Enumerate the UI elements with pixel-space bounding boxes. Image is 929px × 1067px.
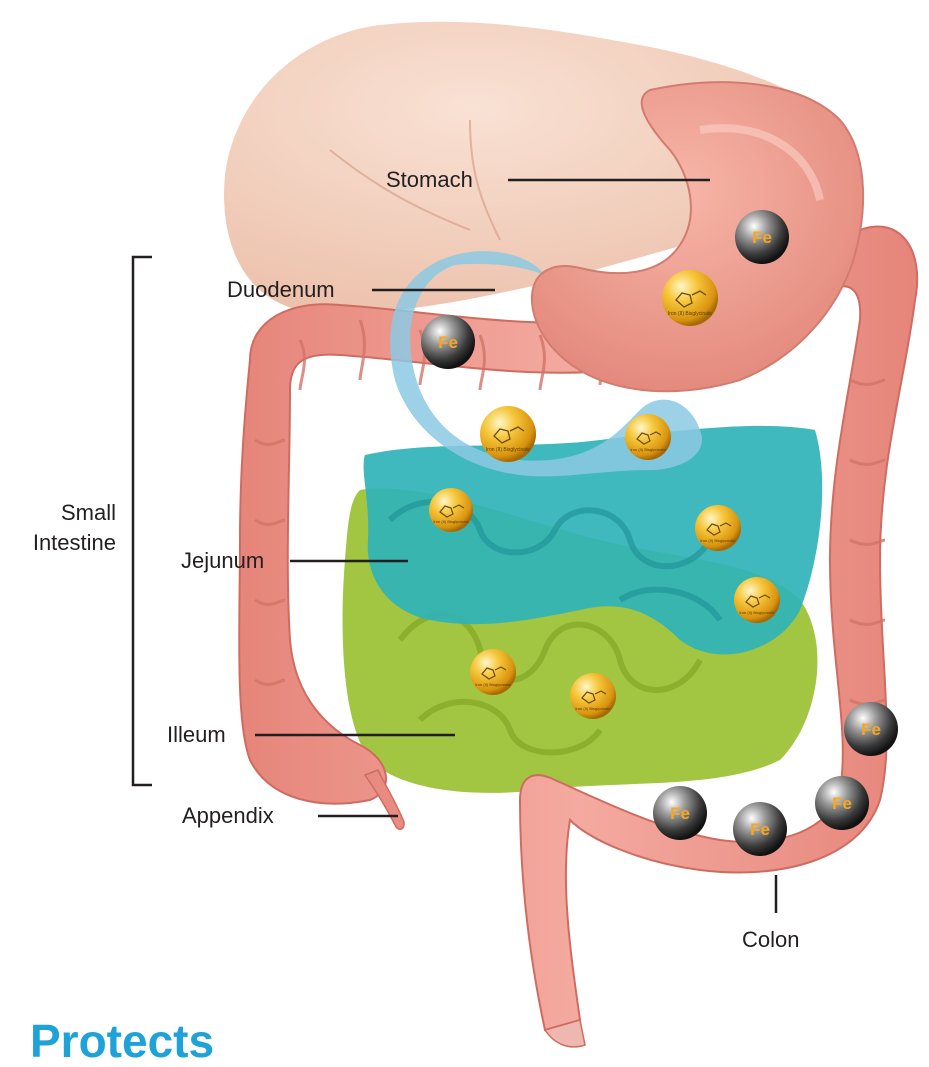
- illeum-label: Illeum: [167, 724, 226, 746]
- svg-text:Fe: Fe: [750, 820, 770, 839]
- svg-text:Iron (II) Bisglycinate: Iron (II) Bisglycinate: [486, 447, 530, 453]
- headline-protects: Protects: [30, 1018, 214, 1064]
- duodenum-label: Duodenum: [227, 279, 335, 301]
- molecule-badge-jejunum-right: Iron (II) Bisglycinate: [695, 505, 741, 551]
- fe-badge-duodenum: Fe: [421, 315, 475, 369]
- small-intestine-label: Small Intestine: [6, 498, 116, 557]
- svg-text:Iron (II) Bisglycinate: Iron (II) Bisglycinate: [630, 447, 666, 452]
- molecule-badge-jejunum-lower: Iron (II) Bisglycinate: [734, 577, 780, 623]
- svg-text:Fe: Fe: [861, 720, 881, 739]
- molecule-badge-stomach: Iron (II) Bisglycinate: [662, 270, 718, 326]
- fe-badge-stomach: Fe: [735, 210, 789, 264]
- stomach-label: Stomach: [386, 169, 473, 191]
- svg-text:Iron (II) Bisglycinate: Iron (II) Bisglycinate: [475, 682, 511, 687]
- svg-text:Iron (II) Bisglycinate: Iron (II) Bisglycinate: [739, 610, 775, 615]
- fe-badge-colon-bottom-right: Fe: [815, 776, 869, 830]
- fe-badge-colon-bottom-mid: Fe: [733, 802, 787, 856]
- svg-text:Fe: Fe: [670, 804, 690, 823]
- fe-badge-colon-bottom-left: Fe: [653, 786, 707, 840]
- colon-label: Colon: [742, 929, 799, 951]
- molecule-badge-duodenum: Iron (II) Bisglycinate: [480, 406, 536, 462]
- svg-text:Fe: Fe: [752, 228, 772, 247]
- molecule-badge-jejunum-left: Iron (II) Bisglycinate: [429, 488, 473, 532]
- molecule-badge-ileum-left: Iron (II) Bisglycinate: [470, 649, 516, 695]
- molecule-badge-duodenum-small: Iron (II) Bisglycinate: [625, 414, 671, 460]
- svg-text:Iron (II) Bisglycinate: Iron (II) Bisglycinate: [668, 311, 712, 317]
- fe-badge-colon-right: Fe: [844, 702, 898, 756]
- appendix-label: Appendix: [182, 805, 274, 827]
- molecule-badge-ileum-right: Iron (II) Bisglycinate: [570, 673, 616, 719]
- svg-text:Fe: Fe: [438, 333, 458, 352]
- svg-text:Fe: Fe: [832, 794, 852, 813]
- small-intestine-bracket: [133, 257, 152, 785]
- svg-text:Iron (II) Bisglycinate: Iron (II) Bisglycinate: [700, 538, 736, 543]
- svg-text:Iron (II) Bisglycinate: Iron (II) Bisglycinate: [433, 519, 469, 524]
- svg-text:Iron (II) Bisglycinate: Iron (II) Bisglycinate: [575, 706, 611, 711]
- jejunum-label: Jejunum: [181, 550, 264, 572]
